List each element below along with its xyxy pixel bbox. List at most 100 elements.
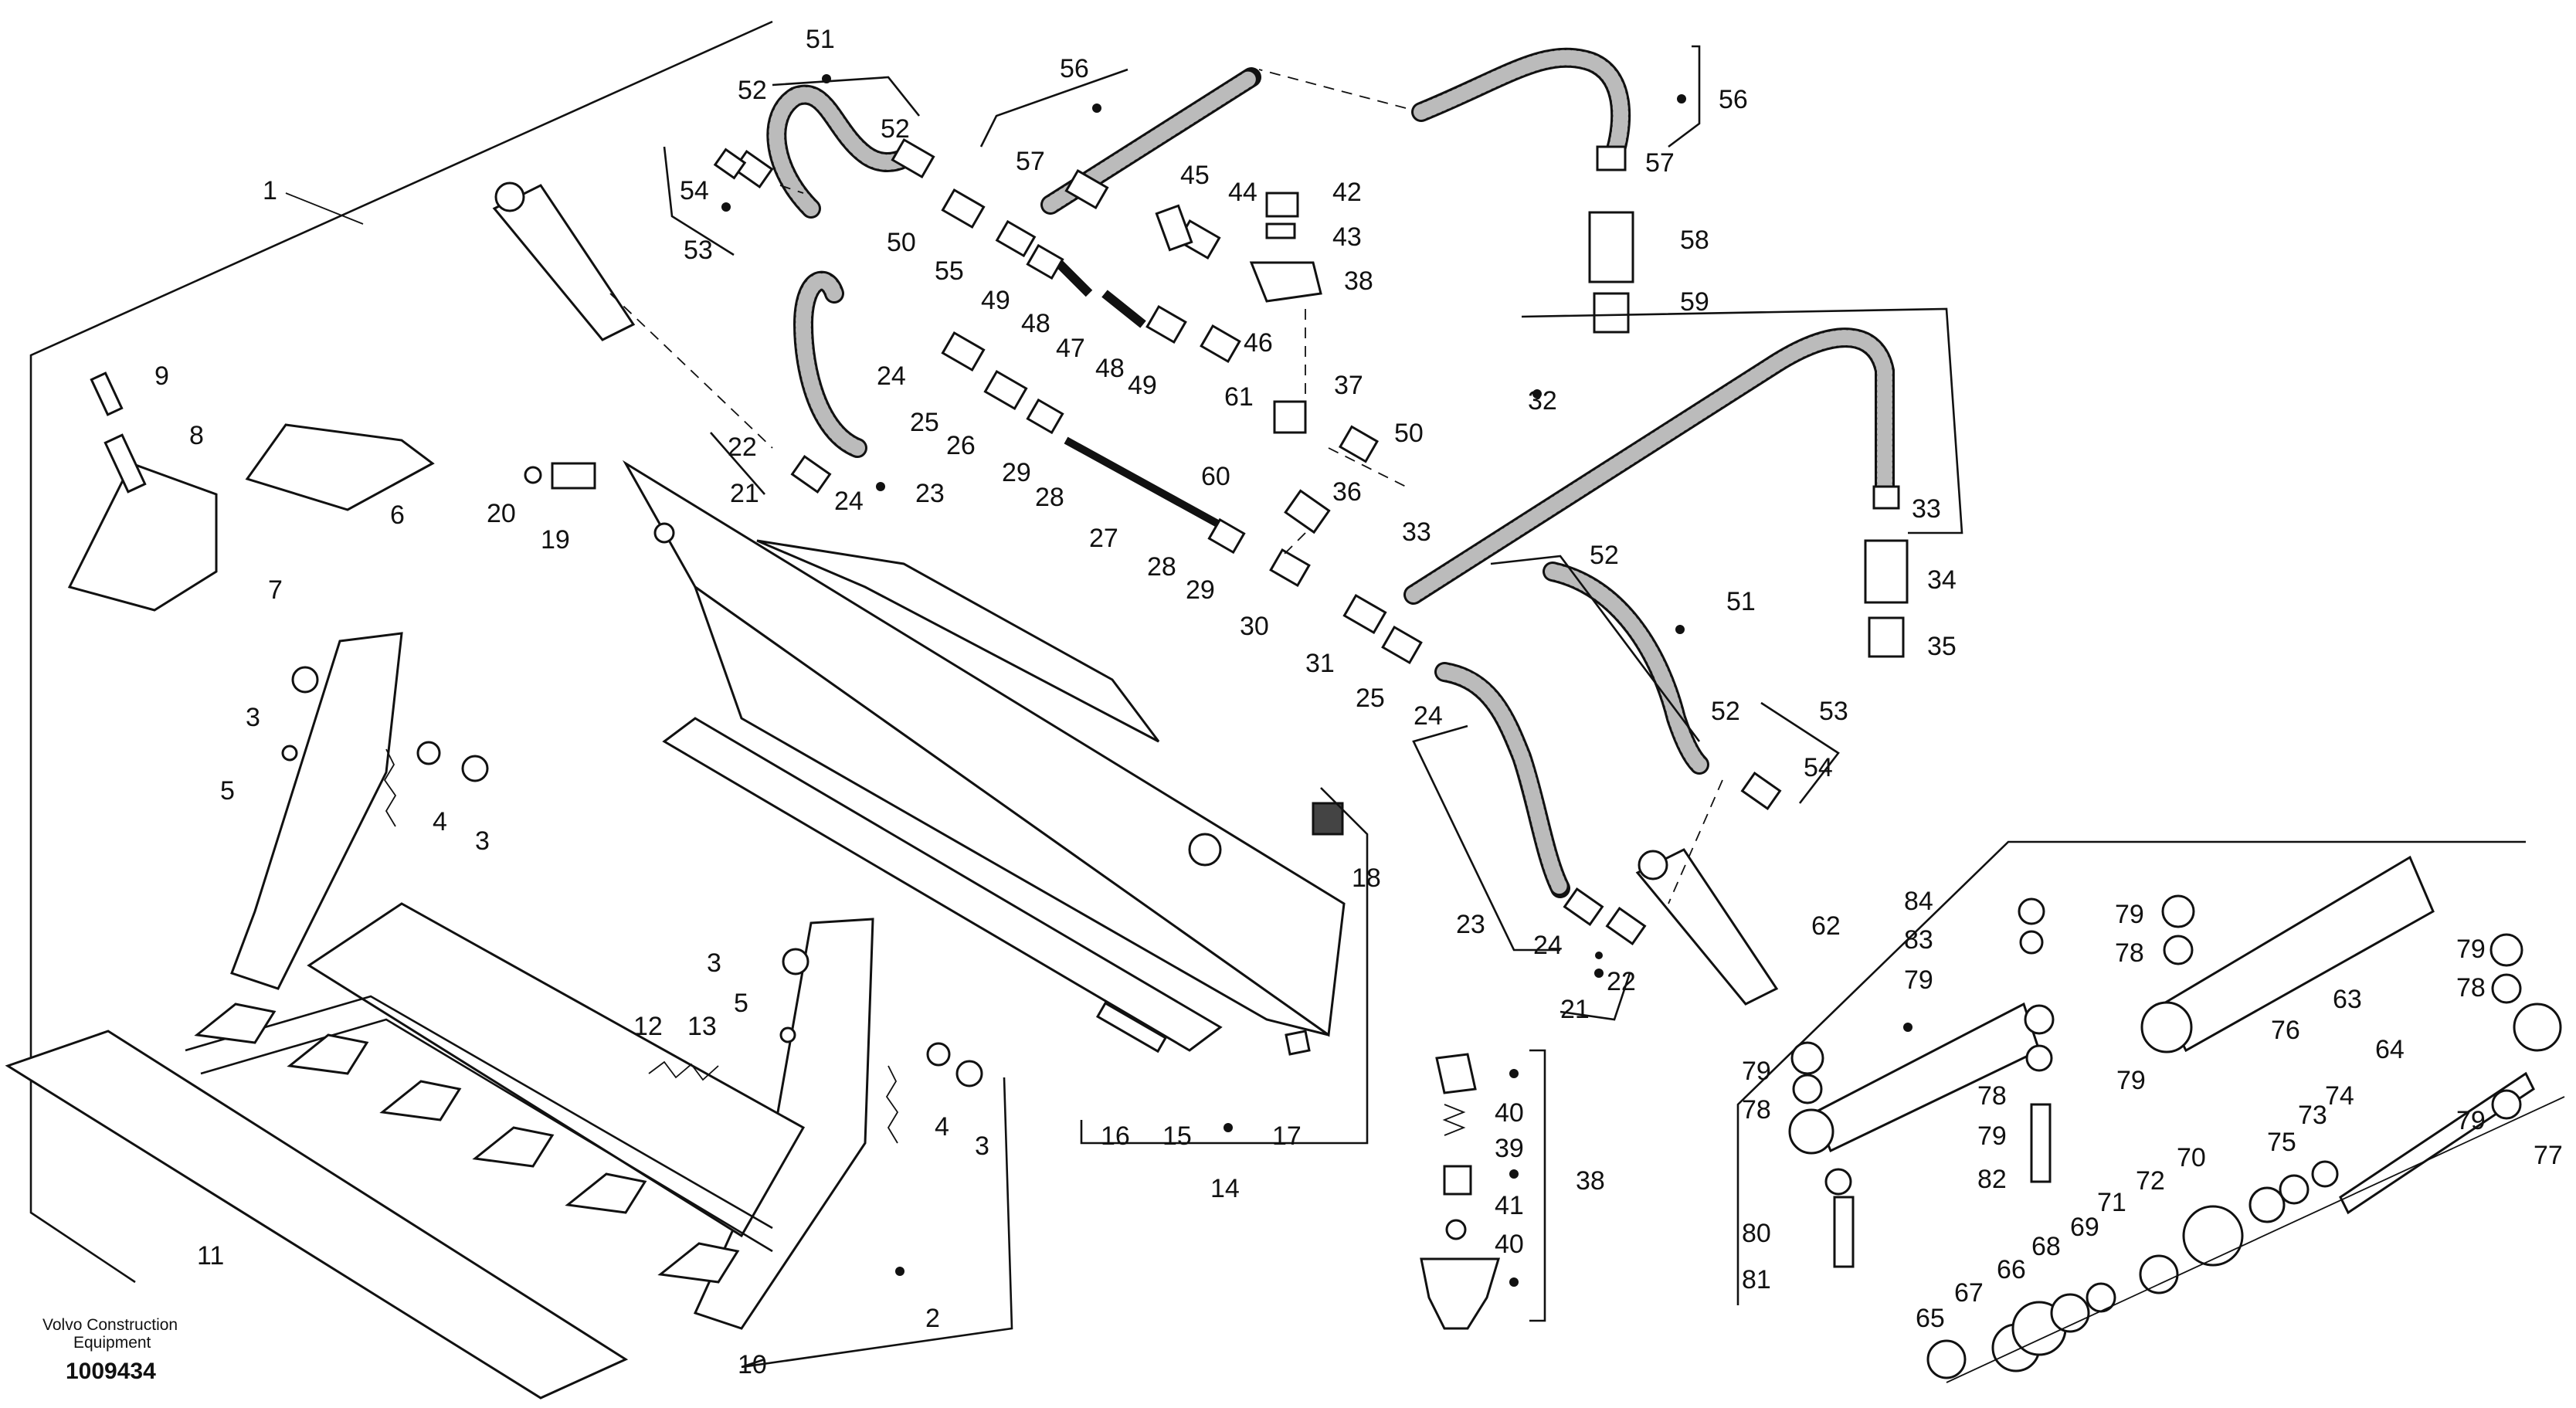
callout-77: 77 [2534, 1141, 2563, 1170]
callout-labels: 1 9 8 6 7 3 5 4 3 3 5 12 13 4 3 11 2 10 … [154, 25, 2563, 1379]
callout-38a: 38 [1344, 266, 1373, 296]
callout-22b: 22 [1607, 967, 1636, 996]
callout-28a: 28 [1035, 483, 1064, 512]
callout-65: 65 [1916, 1304, 1945, 1333]
callout-57a: 57 [1016, 147, 1045, 176]
callout-46: 46 [1244, 328, 1273, 358]
bucket-teeth [194, 1003, 740, 1284]
callout-11: 11 [197, 1241, 224, 1271]
callout-60: 60 [1201, 462, 1230, 491]
callout-49a: 49 [981, 286, 1010, 315]
callout-32: 32 [1528, 386, 1557, 416]
callout-83: 83 [1904, 925, 1933, 955]
callout-79c: 79 [2116, 1066, 2146, 1095]
callout-33b: 33 [1912, 494, 1941, 524]
tooth-adapter [245, 423, 435, 511]
callout-24a: 24 [877, 361, 906, 391]
callout-29a: 29 [1002, 458, 1031, 487]
callout-62: 62 [1811, 911, 1841, 941]
callout-67: 67 [1954, 1278, 1984, 1308]
callout-79f: 79 [1742, 1057, 1771, 1086]
callout-79e: 79 [2456, 1106, 2486, 1135]
callout-56a: 56 [1060, 54, 1089, 83]
callout-3c: 3 [707, 948, 721, 978]
callout-53b: 53 [1819, 697, 1848, 726]
callout-5b: 5 [734, 989, 748, 1018]
callout-34: 34 [1927, 565, 1957, 595]
callout-28b: 28 [1147, 552, 1176, 582]
callout-5a: 5 [220, 776, 235, 806]
callout-47: 47 [1056, 334, 1085, 363]
callout-43: 43 [1332, 222, 1362, 252]
valve-assembly [1420, 1049, 1546, 1330]
callout-33a: 33 [1402, 517, 1431, 547]
callout-78a: 78 [2115, 938, 2144, 968]
callout-51b: 51 [1726, 587, 1756, 616]
callout-7: 7 [268, 575, 283, 605]
callout-81: 81 [1742, 1265, 1771, 1294]
callout-3b: 3 [475, 826, 490, 856]
callout-63: 63 [2333, 985, 2362, 1014]
callout-73: 73 [2298, 1101, 2327, 1130]
bucket-assembly [5, 20, 1369, 1400]
callout-23b: 23 [1456, 910, 1485, 939]
callout-57b: 57 [1645, 148, 1675, 178]
callout-1: 1 [263, 176, 277, 205]
callout-78b: 78 [2456, 973, 2486, 1003]
callout-21b: 21 [1560, 995, 1590, 1024]
callout-50b: 50 [1394, 419, 1424, 448]
callout-76: 76 [2271, 1016, 2300, 1045]
callout-48b: 48 [1095, 354, 1125, 383]
callout-79b: 79 [2115, 900, 2144, 929]
callout-40b: 40 [1495, 1230, 1524, 1259]
callout-80: 80 [1742, 1219, 1771, 1248]
callout-24d: 24 [1533, 931, 1563, 960]
callout-25a: 25 [910, 408, 939, 437]
callout-75: 75 [2267, 1128, 2296, 1157]
callout-36: 36 [1332, 477, 1362, 507]
callout-19: 19 [541, 525, 570, 555]
callout-52d: 52 [1711, 697, 1740, 726]
callout-79g: 79 [1977, 1121, 2007, 1151]
callout-41: 41 [1495, 1191, 1524, 1220]
callout-8: 8 [189, 421, 204, 450]
callout-3d: 3 [975, 1131, 989, 1161]
callout-12: 12 [633, 1012, 663, 1041]
tooth-point [67, 462, 218, 612]
callout-18: 18 [1352, 863, 1381, 893]
callout-16: 16 [1101, 1121, 1130, 1151]
callout-82: 82 [1977, 1165, 2007, 1194]
callout-30: 30 [1240, 612, 1269, 641]
callout-79a: 79 [1904, 965, 1933, 995]
hydraulic-lines [492, 45, 1963, 1021]
callout-29b: 29 [1186, 575, 1215, 605]
callout-54a: 54 [680, 176, 709, 205]
manufacturer-line-1: Volvo Construction [42, 1316, 178, 1334]
callout-70: 70 [2177, 1143, 2206, 1172]
callout-22a: 22 [728, 433, 757, 462]
callout-25b: 25 [1356, 684, 1385, 713]
callout-53a: 53 [684, 236, 713, 265]
callout-17: 17 [1272, 1121, 1302, 1151]
callout-71: 71 [2097, 1188, 2126, 1217]
callout-31: 31 [1305, 649, 1335, 678]
document-number: 1009434 [66, 1359, 156, 1384]
callout-27: 27 [1089, 524, 1118, 553]
callout-52b: 52 [881, 114, 910, 144]
callout-2: 2 [925, 1304, 940, 1333]
cutting-edge [5, 1030, 629, 1400]
callout-52a: 52 [738, 76, 767, 105]
quick-couplers [1588, 145, 1909, 658]
callout-44: 44 [1228, 178, 1257, 207]
callout-4a: 4 [433, 807, 447, 836]
callout-51a: 51 [806, 25, 835, 54]
callout-66: 66 [1997, 1255, 2026, 1284]
callout-56b: 56 [1719, 85, 1748, 114]
callout-24c: 24 [1414, 701, 1443, 731]
callout-59: 59 [1680, 287, 1709, 317]
callout-61: 61 [1224, 382, 1254, 412]
callout-40a: 40 [1495, 1098, 1524, 1128]
manufacturer-line-2: Equipment [73, 1334, 151, 1352]
callout-6: 6 [390, 500, 405, 530]
